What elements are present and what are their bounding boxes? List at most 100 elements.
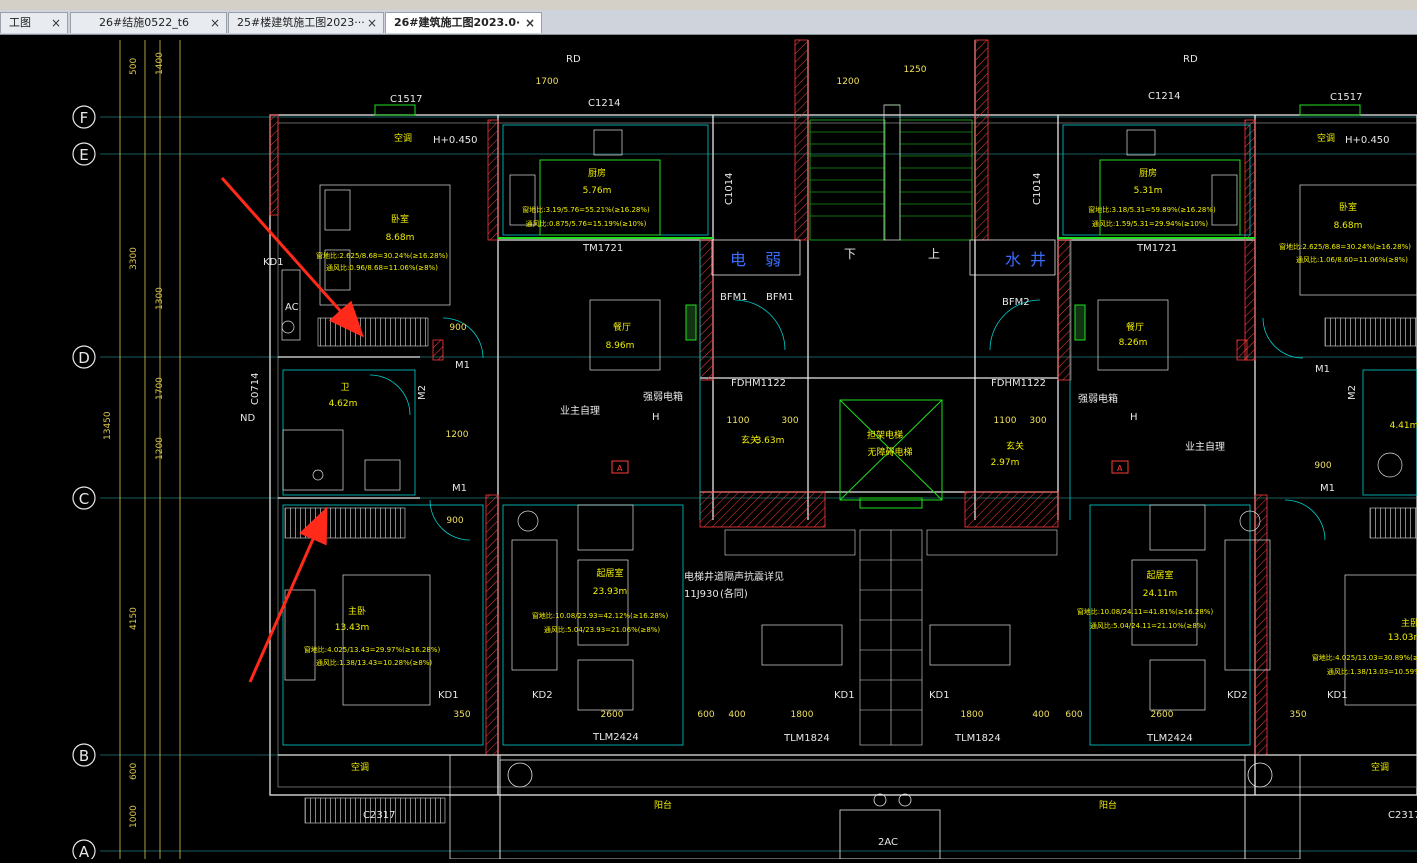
fdhm-left: FDHM1122 — [731, 378, 786, 389]
tab-drawing-1[interactable]: 26#结施0522_t6 × — [70, 12, 227, 33]
axis-grid — [100, 116, 1417, 852]
axis-label-a: A — [79, 843, 90, 859]
close-icon[interactable]: × — [209, 16, 220, 30]
dim-text: 400 — [728, 710, 745, 720]
axis-label-b: B — [79, 747, 89, 765]
dim-text: 350 — [1289, 710, 1306, 720]
dim-text: 500 — [129, 58, 139, 75]
tab-drawing-0[interactable]: 工图 × — [0, 12, 68, 33]
c1214-right-label: C1214 — [1148, 91, 1180, 102]
bfm1-a: BFM1 — [720, 292, 748, 303]
service-wells: 电 弱 水 井 — [711, 239, 1056, 276]
m1-label: M1 — [1320, 483, 1335, 494]
shaft-same: (各同) — [720, 587, 748, 600]
tab-drawing-2[interactable]: 25#楼建筑施工图2023··· × — [228, 12, 384, 33]
dim-text: 1800 — [961, 710, 984, 720]
axis-label-f: F — [80, 109, 89, 127]
dim-text: 900 — [449, 323, 466, 333]
close-icon[interactable]: × — [366, 16, 377, 30]
h-mark: H — [652, 412, 660, 423]
m1-label: M1 — [452, 483, 467, 494]
room-note: 窗地比:10.08/23.93=42.12%(≥16.28%) — [532, 611, 669, 620]
dim-text: 1300 — [155, 287, 165, 310]
room-note: 窗地比:3.19/5.76=55.21%(≥16.28%) — [522, 205, 650, 214]
close-icon[interactable]: × — [50, 16, 61, 30]
c0714: C0714 — [250, 373, 261, 405]
axis-label-d: D — [78, 349, 90, 367]
room-name: 餐厅 — [613, 321, 631, 333]
dim-text: 1800 — [791, 710, 814, 720]
bfm1-b: BFM1 — [766, 292, 794, 303]
kd2-label: KD2 — [1227, 690, 1248, 701]
m2-label: M2 — [1347, 385, 1358, 400]
kd1-label: KD1 — [438, 690, 459, 701]
room-area: 4.62m — [329, 399, 358, 409]
room-area: 23.93m — [593, 587, 628, 597]
tab-drawing-3-active[interactable]: 26#建筑施工图2023.0· × — [385, 12, 542, 33]
a-markers: A A — [611, 460, 1129, 474]
top-dimension-row: 1700 1200 1250 1200 900 1100 300 1100 30… — [446, 65, 1332, 526]
axis-label-c: C — [79, 490, 89, 508]
room-name: 玄关 — [741, 434, 759, 446]
dim-text: 300 — [1029, 416, 1046, 426]
document-tab-bar: 工图 × 26#结施0522_t6 × 25#楼建筑施工图2023··· × 2… — [0, 10, 1417, 35]
room-name: 起居室 — [1146, 569, 1173, 581]
room-name: 主卧 — [1401, 617, 1417, 629]
m2-label: M2 — [417, 385, 428, 400]
elevator-name: 无障碍电梯 — [867, 446, 912, 458]
room-area: 5.31m — [1134, 186, 1163, 196]
room-area: 24.11m — [1143, 589, 1178, 599]
dim-text: 2600 — [1151, 710, 1174, 720]
dim-text: 1100 — [727, 416, 750, 426]
room-note: 通风比:1.06/8.60=11.06%(≥8%) — [1296, 255, 1408, 264]
h0450-right-label: H+0.450 — [1345, 135, 1390, 146]
room-name: 空调 — [1317, 132, 1335, 144]
tm1721-left: TM1721 — [582, 243, 623, 254]
annotation-arrow-lower — [248, 506, 328, 683]
room-name: 餐厅 — [1126, 321, 1144, 333]
c1517-left-label: C1517 — [390, 94, 422, 105]
room-name: 厨房 — [1139, 167, 1157, 179]
close-icon[interactable]: × — [524, 16, 535, 30]
stair-up-label: 上 — [928, 247, 940, 261]
cad-drawing-canvas[interactable]: 500 1400 3300 1300 13450 1700 1200 4150 … — [0, 35, 1417, 863]
dim-text: 1000 — [129, 805, 139, 828]
water-well-label: 水 — [1005, 250, 1021, 269]
room-name: 卧室 — [391, 213, 409, 225]
kd1-label: KD1 — [263, 257, 284, 268]
room-name: 起居室 — [596, 567, 623, 579]
room-note: 通风比:0.96/8.68=11.06%(≥8%) — [326, 263, 438, 272]
dim-text: 13450 — [103, 411, 113, 440]
room-area: 5.76m — [583, 186, 612, 196]
dim-text: 1400 — [155, 52, 165, 75]
room-note: 窗地比:4.025/13.03=30.89%(≥16.28%) — [1312, 653, 1417, 662]
room-note: 通风比:1.59/5.31=29.94%(≥10%) — [1092, 219, 1209, 228]
annotation-arrow-upper — [220, 177, 364, 338]
axis-label-e: E — [79, 146, 88, 164]
axis-bubbles — [72, 105, 96, 863]
dim-text: 4150 — [129, 607, 139, 630]
kd1-label: KD1 — [1327, 690, 1348, 701]
dim-text: 400 — [1032, 710, 1049, 720]
tab-label: 工图 — [9, 16, 31, 29]
well-label: 井 — [1030, 250, 1046, 269]
dim-text: 1250 — [904, 65, 927, 75]
shaft-note: 电梯井道隔声抗震详见 — [684, 570, 784, 583]
element-labels: RD RD C1517 C1517 C1214 C1214 H+0.450 H+… — [240, 54, 1417, 848]
nd-label: ND — [240, 413, 255, 424]
weak-well-label: 弱 — [765, 250, 781, 269]
furniture — [281, 129, 1417, 711]
axis-labels: F E D C B A — [78, 109, 90, 861]
stair-treads — [810, 131, 972, 217]
room-note: 窗地比:2.625/8.68=30.24%(≥16.28%) — [316, 251, 448, 260]
stair — [809, 104, 973, 241]
red-walls — [269, 39, 1268, 756]
stair-down-label: 下 — [844, 247, 856, 261]
green-elements — [374, 104, 1361, 509]
h0450-left-label: H+0.450 — [433, 135, 478, 146]
dim-text: 350 — [453, 710, 470, 720]
door-swings — [369, 299, 1326, 541]
room-note: 通风比:5.04/24.11=21.10%(≥8%) — [1090, 621, 1207, 630]
ac-label: AC — [285, 302, 299, 313]
power-box-left: 强弱电箱 — [643, 390, 683, 403]
